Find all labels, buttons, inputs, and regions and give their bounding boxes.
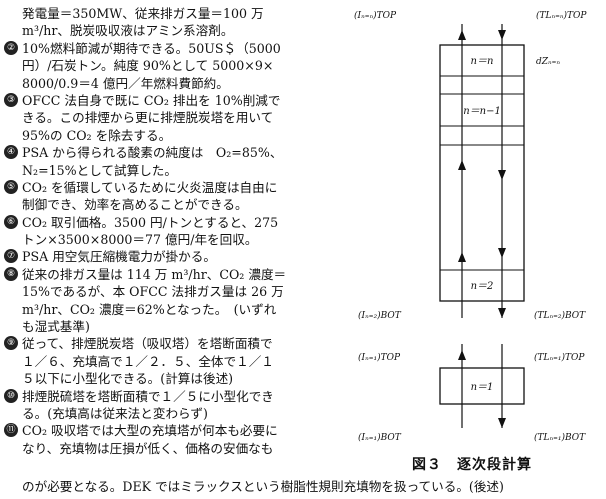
- item-line: なり、充填物は圧損が低く、価格の安価なも: [22, 440, 274, 456]
- list-item-10: ⑩ 排煙脱硫塔を塔断面積で１／５に小型化でき る。(充填高は従来法と変わらず): [4, 388, 340, 423]
- bot1-in-label: (Iₙ₌₁)BOT: [358, 432, 402, 443]
- item-line: m³/hr、CO₂ 濃度＝62%となった。 (いずれ: [22, 301, 277, 317]
- stage-diagram: (Iₙ₌ₙ)TOP (TLₙ₌ₙ)TOP n＝n n＝n−1 n＝2 dZₙ₌ₙ…: [354, 10, 587, 443]
- paragraph-line: m³/hr、脱炭吸収液はアミン系溶剤。: [22, 23, 234, 39]
- stage-1-box: [439, 367, 525, 405]
- stage-2-label: n＝2: [471, 281, 494, 292]
- item-line: 8000/0.9＝4 億円／年燃料費節約。: [22, 75, 229, 91]
- item-line: きる。この排煙から更に排煙脱炭塔を用いて: [22, 110, 274, 126]
- arrow-down-icon: [498, 308, 506, 318]
- list-item-7: ⑦ PSA 用空気圧縮機電力が掛かる。: [4, 248, 340, 265]
- item-line: CO₂ 取引価格。3500 円/トンとすると、275: [22, 214, 279, 230]
- item-line: PSA から得られる酸素の純度は O₂=85%、: [22, 145, 283, 161]
- arrow-down-icon: [498, 418, 506, 428]
- item-number: ③: [4, 92, 18, 107]
- arrow-up-icon: [458, 252, 466, 262]
- item-number: ②: [4, 40, 18, 55]
- item-line: 95%の CO₂ を除去する。: [22, 127, 172, 143]
- figure-caption: 図３ 逐次段計算: [412, 457, 532, 473]
- item-line: 制御でき、効率を高めることができる。: [22, 197, 248, 213]
- arrow-down-icon: [498, 30, 506, 40]
- item-number: ⑧: [4, 266, 18, 281]
- arrow-up-icon: [458, 160, 466, 170]
- bot2-out-label: (TLₙ₌₂)BOT: [534, 310, 586, 321]
- item-line: N₂=15%として試算した。: [22, 162, 177, 178]
- body-text: 発電量＝350MW、従来排ガス量＝100 万 m³/hr、脱炭吸収液はアミン系溶…: [4, 5, 340, 457]
- paragraph-line: 発電量＝350MW、従来排ガス量＝100 万: [22, 6, 264, 21]
- list-item-9: ⑨ 従って、排煙脱炭塔（吸収塔）を塔断面積で １／６、充填高で１／２．５、全体で…: [4, 335, 340, 387]
- item-line: も湿式基準): [22, 319, 90, 335]
- item-number: ⑤: [4, 179, 18, 194]
- stage-n-label: n＝n: [471, 56, 494, 67]
- item-line: のが必要となる。DEK ではミラックスという樹脂性規則充填物を扱っている。(後述…: [22, 479, 504, 494]
- dz-label: dZₙ₌ₙ: [536, 57, 560, 67]
- item-line: OFCC 法自身で既に CO₂ 排出を 10%削減で: [22, 92, 281, 108]
- top-out-label: (TLₙ₌ₙ)TOP: [536, 10, 587, 21]
- item-line: 円）/石炭トン。純度 90%として 5000×9×: [22, 58, 274, 74]
- upper-column: [439, 44, 525, 302]
- item-line: る。(充填高は従来法と変わらず): [22, 405, 208, 421]
- list-item-11: ⑪ CO₂ 吸収塔では大型の充填塔が何本も必要に なり、充填物は圧損が低く、価格…: [4, 422, 340, 457]
- list-item-3: ③ OFCC 法自身で既に CO₂ 排出を 10%削減で きる。この排煙から更に…: [4, 92, 340, 144]
- item-line: ５以下に小型化できる。(計算は後述): [22, 371, 234, 387]
- item-number: ⑥: [4, 214, 18, 229]
- stage-1-label: n＝1: [471, 382, 494, 393]
- item-line: CO₂ 吸収塔では大型の充填塔が何本も必要に: [22, 423, 278, 439]
- item-line: CO₂ を循環しているために火炎温度は自由に: [22, 179, 278, 195]
- arrow-up-icon: [458, 30, 466, 40]
- top-in-label: (Iₙ₌ₙ)TOP: [354, 10, 397, 21]
- item-number: ⑨: [4, 336, 18, 351]
- item-line: 従って、排煙脱炭塔（吸収塔）を塔断面積で: [22, 336, 273, 352]
- bot1-out-label: (TLₙ₌₁)BOT: [534, 432, 586, 443]
- bot2-in-label: (Iₙ₌₂)BOT: [358, 310, 402, 321]
- item-line: トン×3500×8000＝77 億円/年を回収。: [22, 232, 258, 248]
- item-number: ⑪: [4, 423, 18, 438]
- arrow-up-icon: [458, 350, 466, 360]
- item-line: PSA 用空気圧縮機電力が掛かる。: [22, 249, 216, 265]
- item-line: 15%であるが、本 OFCC 法排ガス量は 26 万: [22, 284, 284, 300]
- stage-n-1-label: n＝n−1: [463, 106, 501, 117]
- item-line: １／６、充填高で１／２．５、全体で１／１: [22, 353, 274, 369]
- item-number: ⑦: [4, 249, 18, 264]
- item-number: ④: [4, 145, 18, 160]
- arrow-down-icon: [498, 170, 506, 180]
- item-number: ⑩: [4, 388, 18, 403]
- item-line: 排煙脱硫塔を塔断面積で１／５に小型化でき: [22, 388, 274, 404]
- item-line: 従来の排ガス量は 114 万 m³/hr、CO₂ 濃度＝: [22, 266, 287, 282]
- list-item-6: ⑥ CO₂ 取引価格。3500 円/トンとすると、275 トン×3500×800…: [4, 214, 340, 249]
- list-item-4: ④ PSA から得られる酸素の純度は O₂=85%、 N₂=15%として試算した…: [4, 144, 340, 179]
- list-item-2: ② 10%燃料節減が期待できる。50US＄（5000 円）/石炭トン。純度 90…: [4, 40, 340, 92]
- arrow-down-icon: [498, 248, 506, 258]
- list-item-5: ⑤ CO₂ を循環しているために火炎温度は自由に 制御でき、効率を高めることがで…: [4, 179, 340, 214]
- top1-out-label: (TLₙ₌₁)TOP: [534, 352, 585, 363]
- item-line: 10%燃料節減が期待できる。50US＄（5000: [22, 40, 281, 56]
- list-item-8: ⑧ 従来の排ガス量は 114 万 m³/hr、CO₂ 濃度＝ 15%であるが、本…: [4, 266, 340, 336]
- top1-in-label: (Iₙ₌₁)TOP: [358, 352, 401, 363]
